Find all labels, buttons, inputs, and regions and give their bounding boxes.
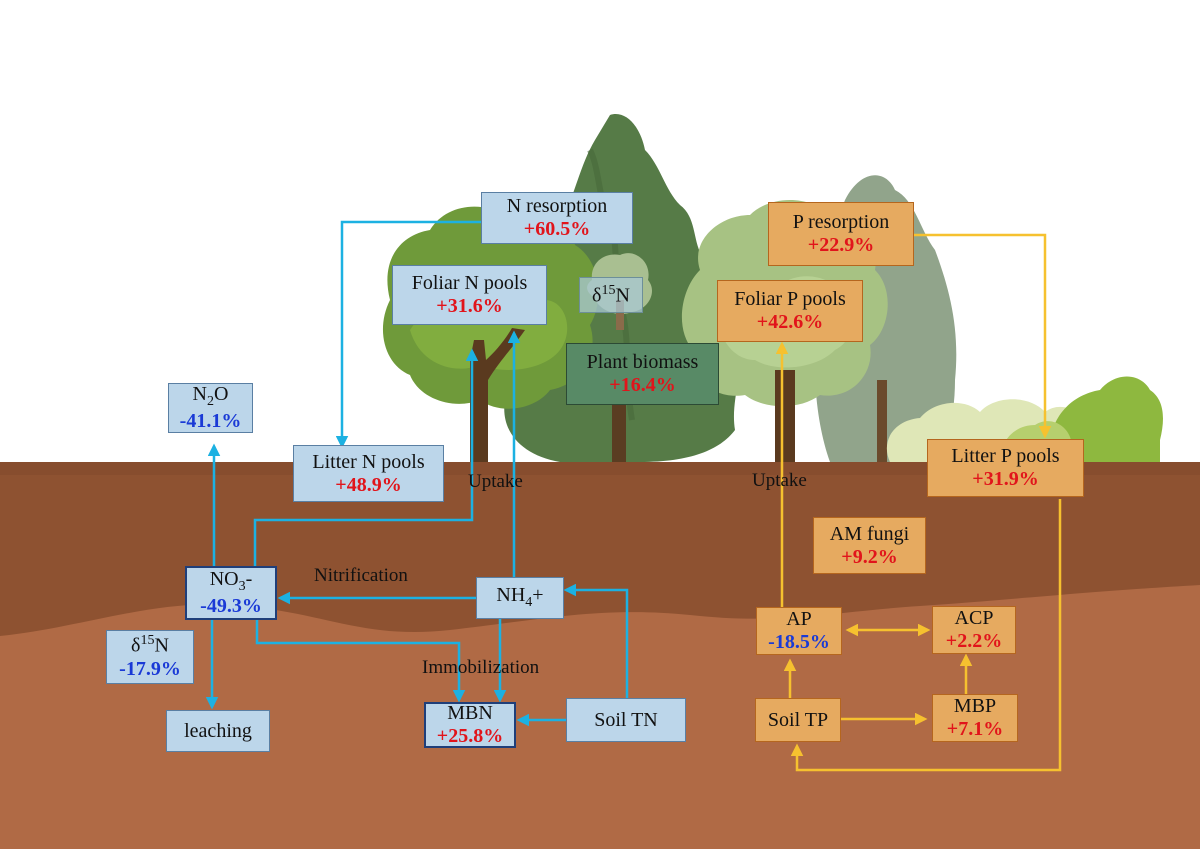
soil-tp-box: Soil TP (755, 698, 841, 742)
nh4-label: NH4+ (496, 584, 544, 611)
litter-p-pools-value: +31.9% (972, 468, 1039, 490)
leaching-box: leaching (166, 710, 270, 752)
n2o-value: -41.1% (179, 410, 242, 433)
am-fungi-value: +9.2% (841, 545, 898, 568)
delta15n-plant-label: δ15N (592, 282, 630, 307)
arrow-p-resorption-to-litter (914, 233, 1052, 439)
nitrification-label: Nitrification (314, 565, 408, 586)
mbn-value: +25.8% (436, 725, 504, 747)
mbn-label: MBN (447, 702, 493, 724)
plant-biomass-value: +16.4% (609, 374, 676, 396)
mbp-box: MBP +7.1% (932, 694, 1018, 742)
foliar-n-pools-value: +31.6% (436, 295, 503, 317)
delta15n-plant-box: δ15N (579, 277, 643, 313)
no3-value: -49.3% (200, 595, 262, 618)
foliar-p-pools-box: Foliar P pools +42.6% (717, 280, 863, 342)
n-resorption-box: N resorption +60.5% (481, 192, 633, 244)
am-fungi-box: AM fungi +9.2% (813, 517, 926, 574)
ap-box: AP -18.5% (756, 607, 842, 655)
foliar-p-pools-label: Foliar P pools (734, 288, 846, 310)
foliar-n-pools-box: Foliar N pools +31.6% (392, 265, 547, 325)
soil-tp-label: Soil TP (767, 708, 829, 731)
phosphorus-flows (775, 233, 1062, 772)
acp-value: +2.2% (945, 630, 1003, 652)
nh4-box: NH4+ (476, 577, 564, 619)
no3-label: NO3- (209, 567, 253, 594)
immobilization-label: Immobilization (422, 657, 540, 678)
nitrogen-flows (205, 220, 629, 727)
litter-n-pools-value: +48.9% (335, 473, 402, 496)
mbp-label: MBP (953, 695, 997, 717)
n-resorption-label: N resorption (506, 195, 608, 217)
arrow-soiltn-to-nh4 (563, 583, 629, 698)
p-resorption-label: P resorption (792, 211, 890, 233)
no3-box: NO3- -49.3% (185, 566, 277, 620)
litter-p-pools-label: Litter P pools (951, 445, 1060, 467)
n2o-label: N2O (192, 382, 229, 409)
delta15n-soil-value: -17.9% (119, 657, 181, 680)
arrow-litter-p-to-soil-tp (790, 499, 1062, 772)
ap-value: -18.5% (768, 631, 830, 653)
litter-p-pools-box: Litter P pools +31.9% (927, 439, 1084, 497)
p-resorption-value: +22.9% (807, 234, 875, 256)
litter-n-pools-label: Litter N pools (312, 450, 425, 473)
arrow-no3-to-foliar-n (253, 348, 479, 567)
mbn-box: MBN +25.8% (424, 702, 516, 748)
arrow-n-resorption-to-litter (335, 220, 482, 449)
acp-box: ACP +2.2% (932, 606, 1016, 654)
soil-tn-label: Soil TN (594, 708, 658, 731)
plant-biomass-box: Plant biomass +16.4% (566, 343, 719, 405)
foliar-n-pools-label: Foliar N pools (411, 272, 528, 294)
uptake-n-label: Uptake (468, 471, 523, 492)
uptake-p-label: Uptake (752, 470, 807, 491)
mbp-value: +7.1% (946, 718, 1004, 740)
litter-n-pools-box: Litter N pools +48.9% (293, 445, 444, 502)
arrow-no3-to-mbn (255, 620, 466, 703)
delta15n-soil-box: δ15N -17.9% (106, 630, 194, 684)
ap-label: AP (786, 608, 812, 630)
delta15n-soil-label: δ15N (131, 633, 169, 657)
leaching-label: leaching (184, 719, 252, 742)
acp-label: ACP (954, 607, 994, 629)
p-resorption-box: P resorption +22.9% (768, 202, 914, 266)
foliar-p-pools-value: +42.6% (756, 311, 824, 333)
n-resorption-value: +60.5% (523, 218, 591, 240)
plant-biomass-label: Plant biomass (586, 351, 699, 373)
n2o-box: N2O -41.1% (168, 383, 253, 433)
soil-tn-box: Soil TN (566, 698, 686, 742)
am-fungi-label: AM fungi (829, 522, 910, 545)
